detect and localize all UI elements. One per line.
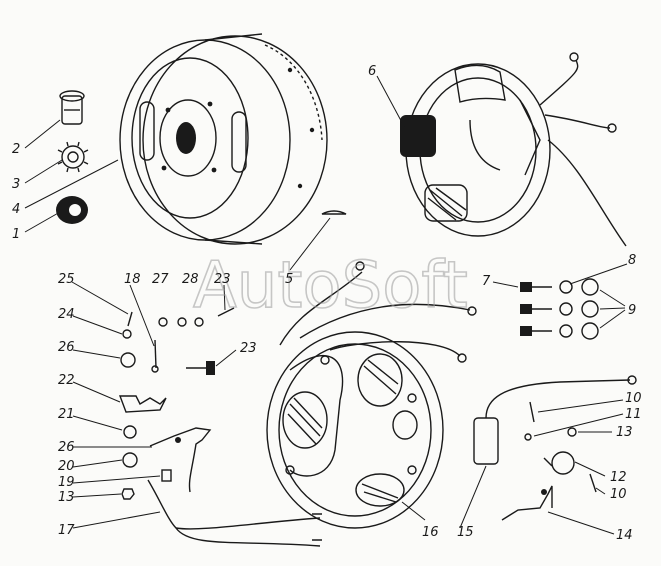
callout-23-top: 23 — [214, 272, 231, 287]
screws-7-washers-8-9 — [520, 278, 599, 340]
callout-12: 12 — [610, 470, 627, 485]
flywheel-rotor — [119, 33, 328, 245]
callout-26-bottom: 26 — [58, 440, 75, 455]
callout-3: 3 — [12, 177, 20, 192]
callout-4: 4 — [12, 202, 20, 217]
washer-part-1 — [56, 196, 88, 224]
callout-8: 8 — [628, 253, 636, 268]
callout-5: 5 — [285, 272, 293, 287]
condenser-15 — [473, 375, 637, 465]
callout-20: 20 — [58, 459, 75, 474]
callout-13-right: 13 — [616, 425, 633, 440]
callout-21: 21 — [58, 407, 75, 422]
callout-1: 1 — [12, 227, 20, 242]
callout-15: 15 — [457, 525, 474, 540]
stator-assembly-6 — [400, 52, 627, 247]
callout-26-top: 26 — [58, 340, 75, 355]
callout-16: 16 — [422, 525, 439, 540]
callout-10-top: 10 — [625, 391, 642, 406]
small-parts-left — [118, 307, 322, 547]
callout-13-left: 13 — [58, 490, 75, 505]
callout-2: 2 — [12, 142, 20, 157]
callout-28: 28 — [182, 272, 199, 287]
callout-labels: 2 3 4 1 6 5 7 8 9 25 18 27 28 23 24 26 2… — [12, 64, 642, 543]
callout-11: 11 — [625, 407, 642, 422]
callout-9: 9 — [628, 303, 636, 318]
leader-lines — [24, 75, 628, 535]
callout-25: 25 — [58, 272, 75, 287]
callout-7: 7 — [482, 274, 491, 289]
bushing-part-2 — [59, 90, 85, 125]
callout-24: 24 — [58, 307, 75, 322]
callout-6: 6 — [368, 64, 376, 79]
callout-14: 14 — [616, 528, 633, 543]
watermark-text: AutoSoft — [193, 249, 468, 323]
key-part-5 — [321, 210, 347, 215]
base-plate-16 — [266, 261, 477, 529]
callout-17: 17 — [58, 523, 75, 538]
callout-27: 27 — [152, 272, 169, 287]
callout-18: 18 — [124, 272, 141, 287]
callout-23-mid: 23 — [240, 341, 257, 356]
callout-22: 22 — [58, 373, 75, 388]
small-parts-right — [501, 401, 597, 521]
callout-10-bottom: 10 — [610, 487, 627, 502]
callout-19: 19 — [58, 475, 75, 490]
lock-washer-part-3 — [57, 141, 89, 173]
